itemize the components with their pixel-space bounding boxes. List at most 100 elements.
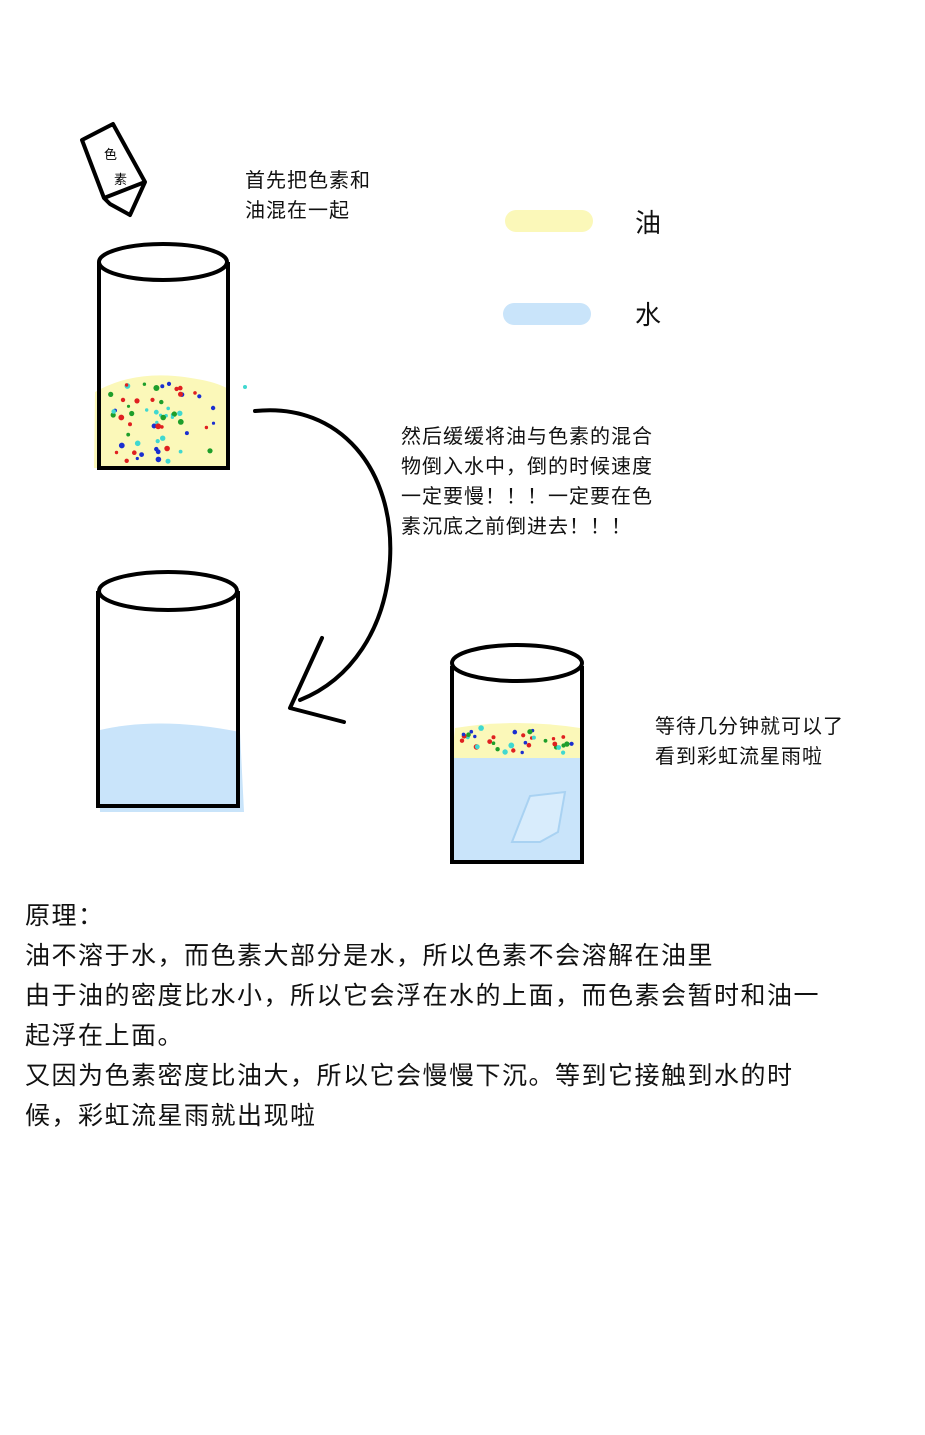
dye-speck	[124, 458, 129, 463]
dye-speck	[129, 410, 135, 417]
dye-speck	[178, 449, 183, 454]
dye-packet-label-top: 色	[104, 147, 117, 163]
dye-speck	[174, 386, 179, 392]
dye-speck	[111, 409, 116, 414]
dye-speck	[459, 738, 465, 743]
dye-speck	[118, 442, 125, 449]
principle-line: 候，彩虹流星雨就出现啦	[25, 1101, 317, 1130]
dye-speck	[204, 425, 209, 430]
legend-water-swatch	[503, 303, 591, 325]
dye-speck	[561, 750, 566, 755]
legend	[503, 210, 593, 325]
experiment-diagram: 色 素	[80, 122, 593, 864]
dye-speck	[207, 448, 213, 454]
principle-heading: 原理：	[25, 901, 105, 930]
dye-speck	[132, 450, 137, 456]
dye-speck	[491, 741, 496, 745]
dye-speck	[197, 394, 202, 399]
cup-water	[96, 570, 244, 812]
dye-speck	[134, 398, 140, 404]
dye-speck	[552, 741, 558, 747]
dye-speck	[523, 740, 528, 745]
step3-line: 等待几分钟就可以了	[655, 714, 844, 738]
principle-line: 又因为色素密度比油大，所以它会慢慢下沉。等到它接触到水的时	[25, 1061, 794, 1090]
dye-speck	[551, 737, 556, 741]
dye-packet-label-bottom: 素	[114, 173, 127, 188]
dye-speck	[491, 735, 496, 740]
dye-speck	[184, 431, 189, 436]
dye-speck	[151, 423, 157, 429]
dye-speck	[561, 743, 566, 748]
principle-line: 起浮在上面。	[25, 1021, 185, 1050]
dye-speck	[502, 749, 508, 755]
dye-speck	[120, 397, 126, 403]
principle-line: 由于油的密度比水小，所以它会浮在水的上面，而色素会暂时和油一	[25, 981, 821, 1010]
dye-speck	[155, 456, 162, 463]
dye-speck	[478, 725, 484, 731]
cup-result	[450, 643, 584, 864]
dye-speck	[145, 408, 149, 412]
step2-note: 然后缓缓将油与色素的混合 物倒入水中，倒的时候速度 一定要慢！！！一定要在色 素…	[401, 421, 653, 541]
dye-speck	[153, 385, 160, 391]
dye-speck	[171, 411, 177, 417]
dye-speck	[134, 440, 141, 447]
dye-speck	[126, 432, 131, 437]
dye-speck	[556, 745, 562, 750]
dye-speck	[155, 449, 161, 455]
dye-speck	[177, 410, 183, 416]
dye-speck	[495, 747, 500, 752]
dye-speck	[164, 445, 170, 452]
principle-line: 油不溶于水，而色素大部分是水，所以色素不会溶解在油里	[25, 941, 715, 970]
step2-line: 物倒入水中，倒的时候速度	[401, 454, 653, 478]
pour-arrow	[253, 408, 393, 724]
legend-water-label: 水	[635, 301, 662, 331]
step2-line: 素沉底之前倒进去！！！	[401, 514, 632, 538]
dye-speck	[466, 732, 471, 737]
dye-speck	[521, 733, 526, 738]
step1-line: 油混在一起	[245, 198, 350, 222]
dye-speck	[155, 420, 159, 425]
dye-particles	[108, 381, 216, 464]
dye-speck	[165, 458, 171, 464]
dye-speck	[461, 732, 466, 737]
dye-speck	[526, 742, 532, 748]
dye-speck	[177, 419, 184, 425]
dye-speck	[114, 450, 119, 455]
dye-speck	[166, 381, 172, 386]
step1-note: 首先把色素和 油混在一起	[245, 165, 371, 225]
dye-speck	[124, 383, 129, 387]
step2-line: 一定要慢！！！一定要在色	[401, 484, 653, 508]
dye-speck	[118, 414, 125, 421]
dye-speck	[178, 391, 183, 397]
dye-speck	[135, 456, 139, 461]
dye-speck	[569, 741, 574, 746]
dye-speck	[160, 435, 166, 441]
legend-oil-label: 油	[635, 209, 662, 239]
dye-speck	[142, 382, 147, 386]
dye-speck	[160, 414, 166, 421]
dye-speck	[110, 412, 116, 418]
dye-packet: 色 素	[80, 122, 147, 217]
legend-oil-swatch	[505, 210, 593, 232]
dye-speck	[512, 729, 518, 735]
dye-speck	[520, 750, 524, 755]
dye-speck	[153, 409, 159, 415]
step2-line: 然后缓缓将油与色素的混合	[401, 424, 653, 448]
cup-oil-dye	[94, 242, 247, 470]
principle-section: 原理： 油不溶于水，而色素大部分是水，所以色素不会溶解在油里 由于油的密度比水小…	[25, 896, 915, 1136]
dye-speck	[211, 421, 216, 425]
dye-speck	[160, 384, 165, 389]
dye-speck	[511, 748, 516, 753]
dye-speck	[159, 399, 164, 405]
dye-speck	[474, 744, 480, 750]
dye-speck	[487, 739, 493, 744]
dye-speck	[126, 404, 131, 408]
step1-line: 首先把色素和	[245, 168, 371, 192]
dye-speck	[170, 415, 175, 419]
dye-speck	[108, 391, 114, 397]
dye-speck	[531, 735, 536, 740]
dye-speck	[469, 729, 474, 734]
dye-speck	[166, 406, 170, 411]
dye-speck	[139, 452, 145, 457]
step3-note: 等待几分钟就可以了 看到彩虹流星雨啦	[655, 711, 844, 771]
